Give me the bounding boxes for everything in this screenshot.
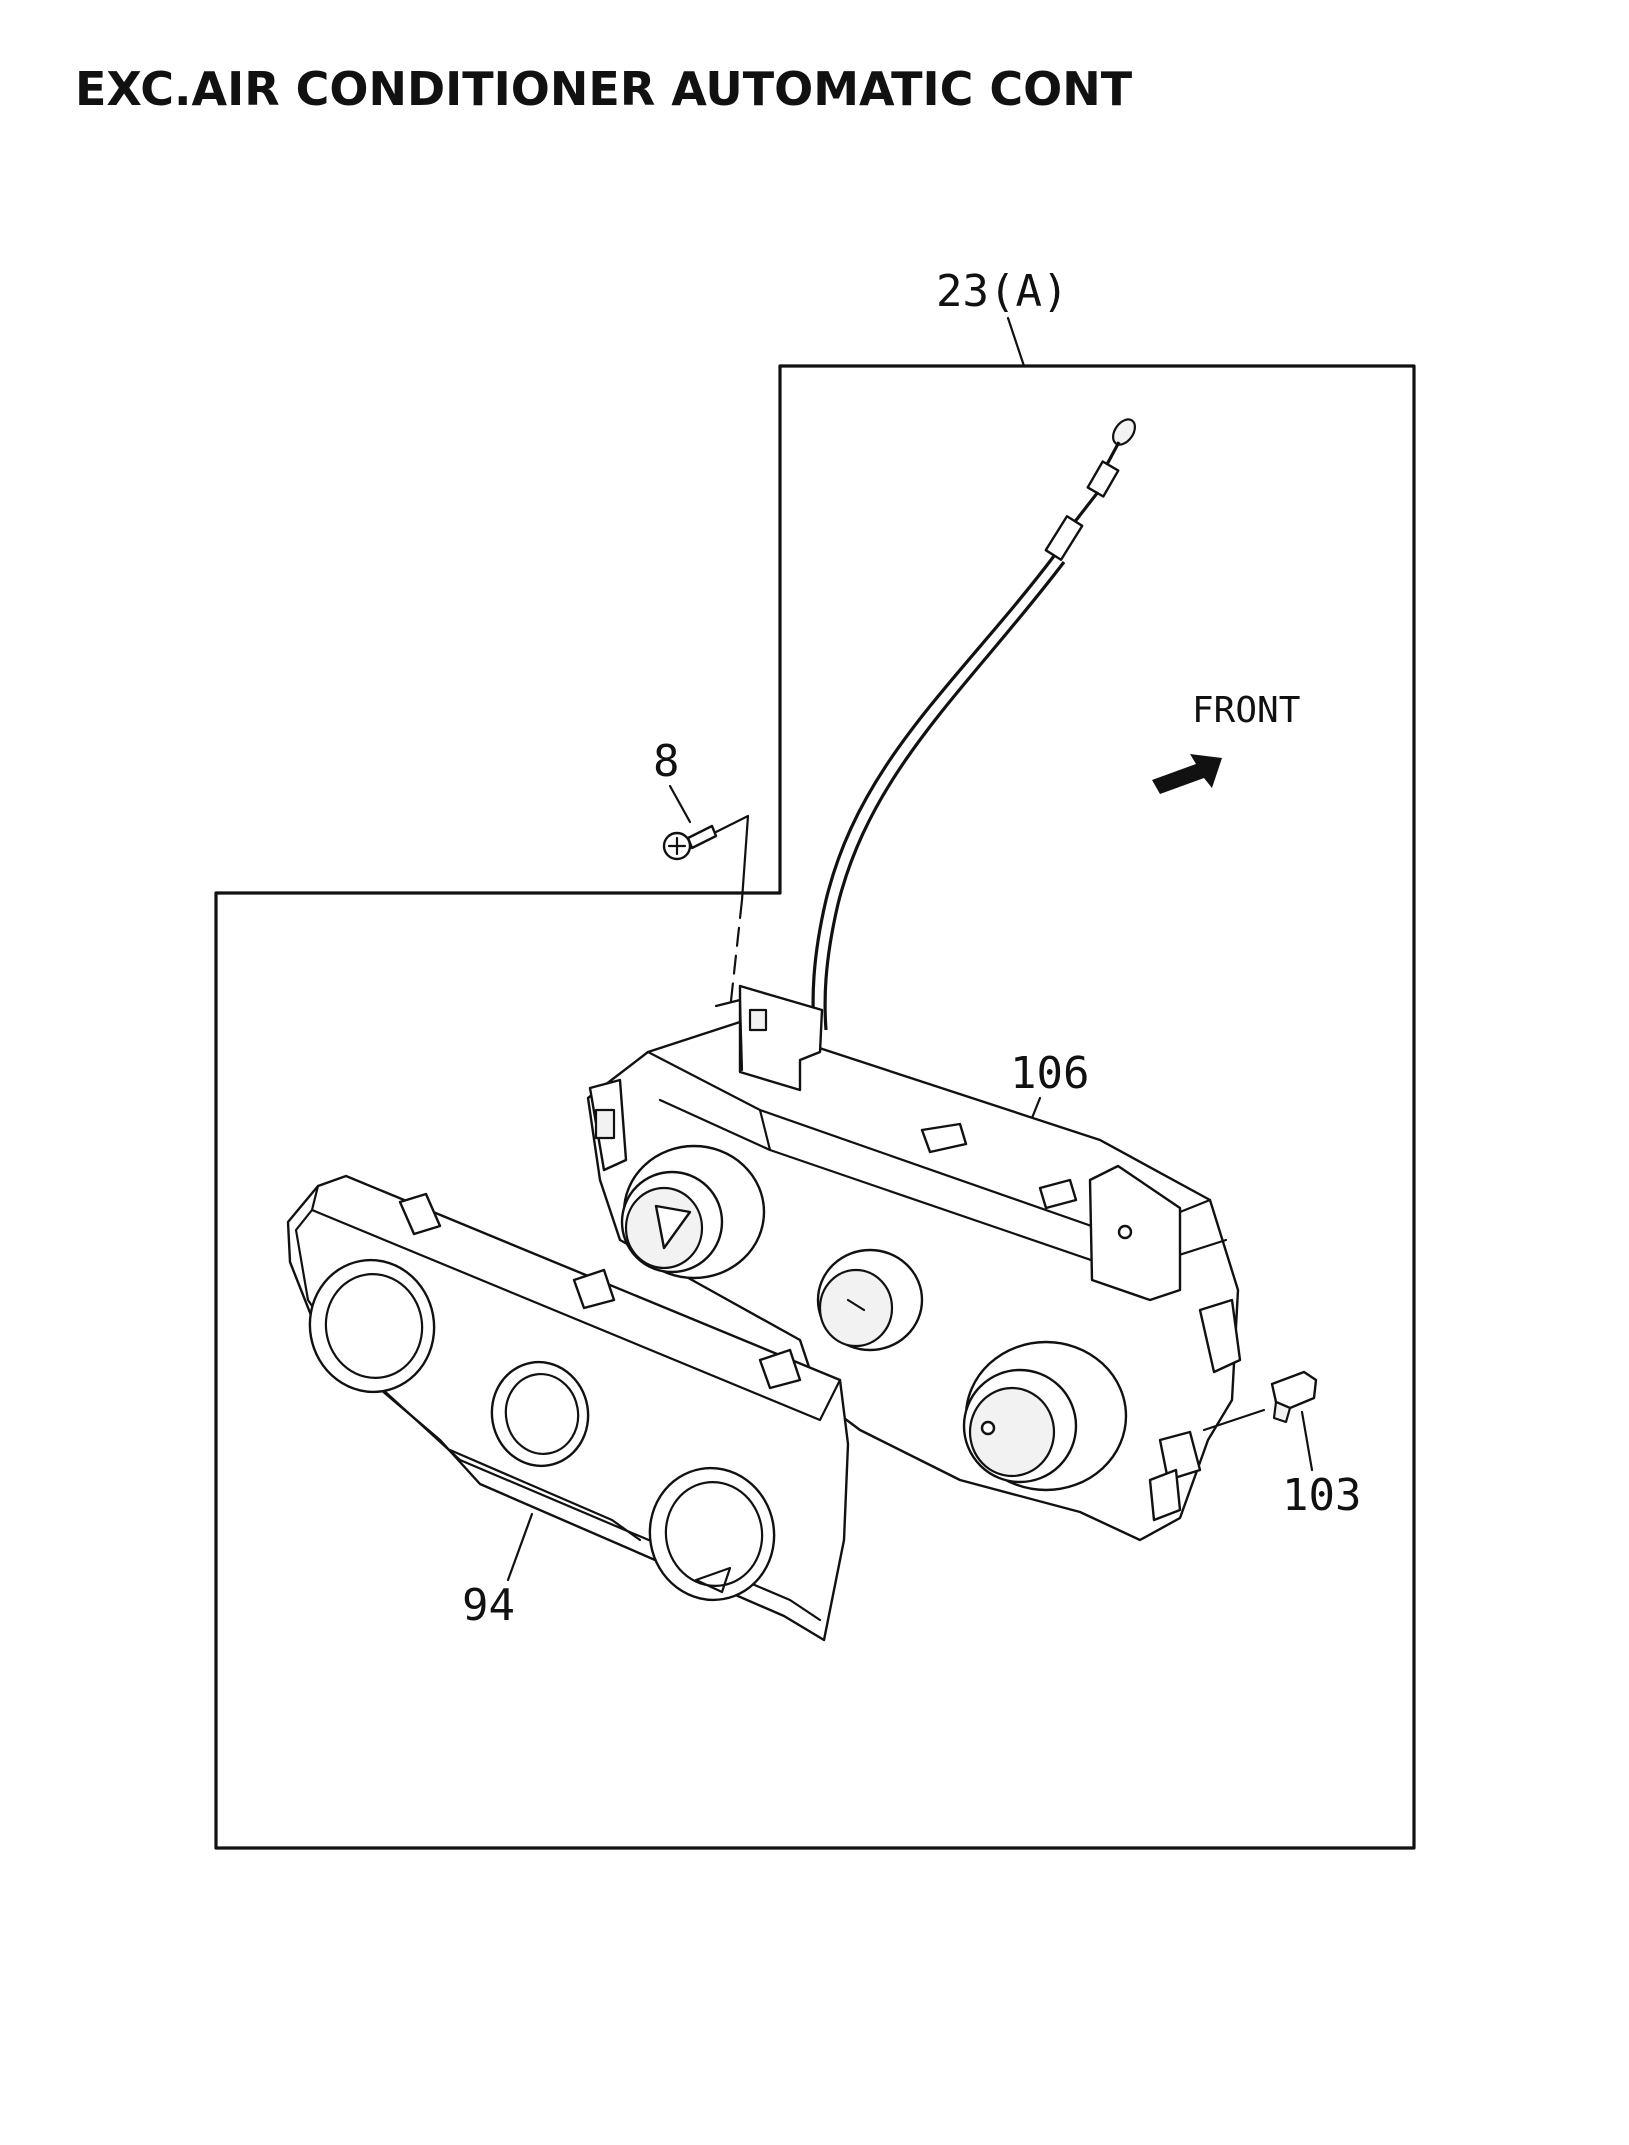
callout-assembly-label: 23(A): [936, 266, 1068, 317]
callout-bezel-label: 94: [462, 1580, 515, 1631]
front-direction-label: FRONT: [1192, 690, 1300, 731]
callout-bezel-leader: [506, 1512, 534, 1582]
callout-control-unit-label: 106: [1010, 1048, 1089, 1099]
front-arrow-icon: [1152, 754, 1222, 794]
callout-screw-leader: [668, 784, 692, 824]
clip-part: [1270, 1370, 1318, 1424]
callout-screw-label: 8: [653, 736, 680, 787]
screw-install-path: [714, 814, 750, 902]
callout-clip-leader: [1300, 1410, 1314, 1472]
screw-install-dashline: [728, 898, 744, 1012]
screw-part: [662, 824, 718, 861]
callout-assembly-leader: [1006, 316, 1026, 368]
control-cable: [811, 418, 1137, 1031]
bezel-part: [286, 1174, 850, 1642]
assembly-frame: [214, 364, 1416, 1850]
page-title: EXC.AIR CONDITIONER AUTOMATIC CONT: [75, 62, 1133, 116]
control-unit-part: [586, 984, 1266, 1542]
callout-clip-label: 103: [1282, 1470, 1361, 1521]
